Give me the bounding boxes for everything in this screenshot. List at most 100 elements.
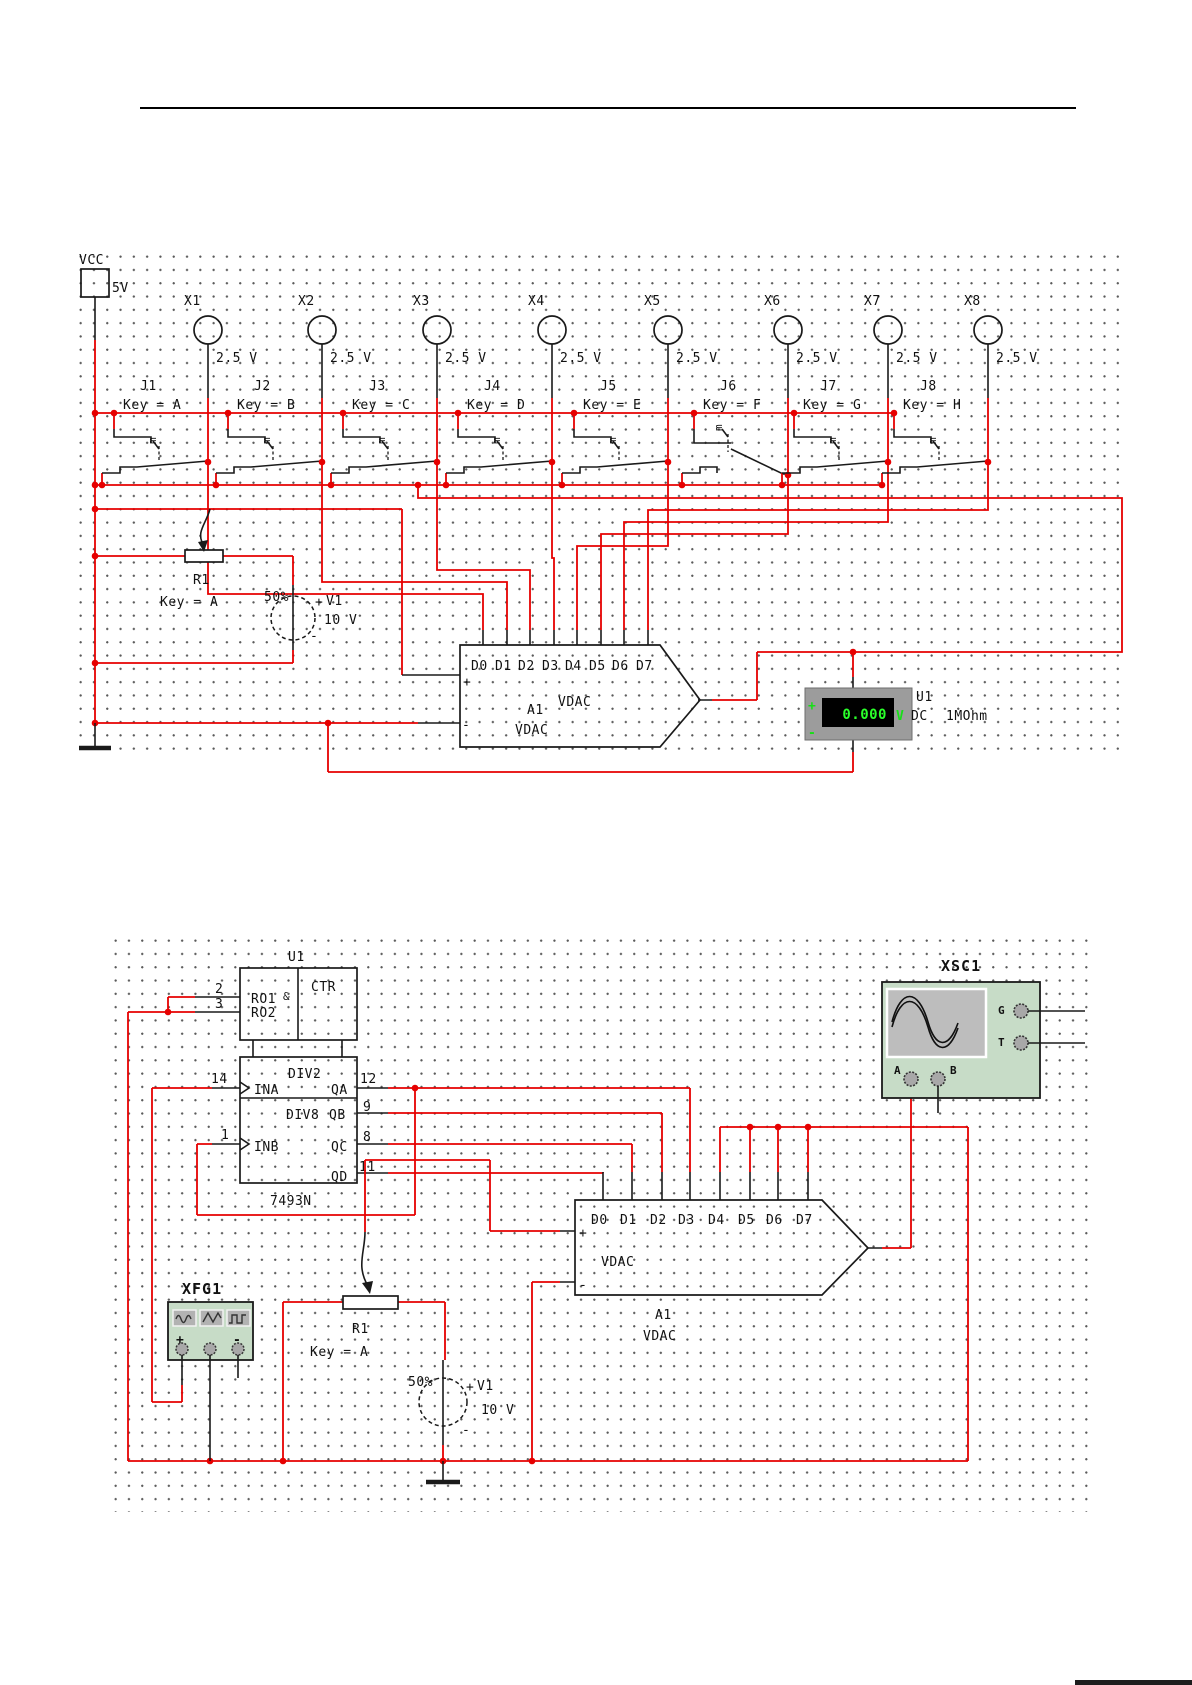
switch-marker: m bbox=[712, 424, 725, 431]
meter-ref: U1 bbox=[916, 690, 933, 705]
dac-pin: D4 bbox=[565, 659, 582, 674]
switch-ref: J5 bbox=[600, 379, 617, 394]
minus-sign: - bbox=[310, 629, 318, 644]
minus-sign: - bbox=[462, 1423, 470, 1438]
vdac-block: D0 D1 D2 D3 D4 D5 D6 D7 + VDAC - A1 VDAC bbox=[560, 1172, 882, 1344]
counter-ref: U1 bbox=[288, 950, 305, 965]
wire-bus bbox=[127, 1012, 969, 1465]
multimeter-display bbox=[822, 698, 894, 727]
dac-pin: D5 bbox=[589, 659, 606, 674]
wiper-arrow bbox=[360, 1231, 369, 1287]
schematic-grid-1 bbox=[70, 246, 1126, 754]
source-percent: 50% bbox=[408, 1375, 433, 1390]
fgen-ref: XFG1 bbox=[182, 1280, 222, 1298]
indicator-switch-column: X8 2.5 V J8 Key = H m bbox=[647, 294, 1038, 645]
terminal-icon bbox=[930, 1071, 946, 1087]
pin-number: 9 bbox=[363, 1100, 371, 1115]
switch-key: Key = H bbox=[903, 398, 961, 413]
switch-ref: J2 bbox=[254, 379, 271, 394]
terminal-icon bbox=[903, 1071, 919, 1087]
plus-sign: + bbox=[176, 1333, 184, 1348]
indicator-switch-column: X1 2.5 V J1 Key = A m bbox=[98, 294, 484, 645]
indicator-voltage: 2.5 V bbox=[330, 351, 372, 366]
source-ref: V1 bbox=[326, 594, 343, 609]
pin-number: 14 bbox=[211, 1072, 228, 1087]
indicator-label: X1 bbox=[184, 294, 201, 309]
pot-ref: R1 bbox=[193, 573, 210, 588]
wiper-arrow bbox=[199, 508, 211, 545]
counter-part: 7493N bbox=[270, 1194, 312, 1209]
plus-sign: + bbox=[808, 699, 816, 714]
indicator-voltage: 2.5 V bbox=[560, 351, 602, 366]
counter-7493: U1 CTR RO1 & RO2 2 3 DIV2 INA QA DIV8 QB bbox=[128, 950, 388, 1209]
function-generator: XFG1 + - bbox=[167, 1280, 254, 1461]
source-ref: V1 bbox=[477, 1379, 494, 1394]
pot-key: Key = A bbox=[310, 1345, 368, 1360]
counter-div2: DIV2 bbox=[288, 1067, 321, 1082]
vdac-symbol bbox=[459, 644, 702, 748]
source-value: 10 V bbox=[324, 613, 357, 628]
indicator-voltage: 2.5 V bbox=[896, 351, 938, 366]
switch-ref: J7 bbox=[820, 379, 837, 394]
terminal-icon bbox=[1013, 1003, 1029, 1019]
switch-marker: m bbox=[146, 437, 159, 444]
indicator-label: X4 bbox=[528, 294, 545, 309]
counter-div8: DIV8 bbox=[286, 1108, 319, 1123]
lamp-indicator-icon bbox=[653, 315, 683, 345]
counter-ro1: RO1 bbox=[251, 992, 276, 1007]
plus-sign: + bbox=[315, 595, 323, 610]
switch-key: Key = F bbox=[703, 398, 761, 413]
dac-pin: D7 bbox=[636, 659, 653, 674]
counter-qb: QB bbox=[329, 1108, 346, 1123]
switch-key: Key = G bbox=[803, 398, 861, 413]
switch-marker: m bbox=[490, 437, 503, 444]
vdac-block: D0 D1 D2 D3 D4 D5 D6 D7 + VDAC - A1 VDAC bbox=[402, 644, 712, 748]
source-percent: 50% bbox=[264, 590, 289, 605]
counter-qa: QA bbox=[331, 1083, 348, 1098]
plus-sign: + bbox=[466, 1380, 474, 1395]
dac-pin: D0 bbox=[591, 1213, 608, 1228]
dac-pin: D7 bbox=[796, 1213, 813, 1228]
lamp-indicator-icon bbox=[973, 315, 1003, 345]
scan-edge-artifact bbox=[1075, 1680, 1192, 1685]
sine-trace bbox=[891, 995, 959, 1044]
counter-inb: INB bbox=[254, 1140, 279, 1155]
switch-marker: m bbox=[826, 437, 839, 444]
potentiometer-body bbox=[342, 1295, 399, 1310]
vdac-symbol bbox=[574, 1199, 870, 1296]
indicator-voltage: 2.5 V bbox=[216, 351, 258, 366]
switch-key: Key = C bbox=[352, 398, 410, 413]
indicator-voltage: 2.5 V bbox=[996, 351, 1038, 366]
scope-ref: XSC1 bbox=[941, 957, 981, 975]
vcc-source: VCC 5V bbox=[79, 253, 128, 340]
switch-ref: J4 bbox=[484, 379, 501, 394]
sine-trace bbox=[891, 1000, 959, 1049]
pin-number: 1 bbox=[221, 1128, 229, 1143]
multimeter: 0.000 V + - U1 DC 1MOhm bbox=[804, 677, 987, 752]
lamp-indicator-icon bbox=[773, 315, 803, 345]
switch-marker: m bbox=[926, 437, 939, 444]
circuit1: VCC 5V bbox=[79, 253, 1123, 773]
pin-number: 2 bbox=[215, 982, 223, 997]
counter-ctr: CTR bbox=[311, 980, 336, 995]
scope-terminal-b: B bbox=[950, 1064, 957, 1077]
wire-bus bbox=[91, 340, 1123, 773]
switch-key: Key = A bbox=[123, 398, 181, 413]
dac-pin: D1 bbox=[620, 1213, 637, 1228]
header-rule bbox=[140, 107, 1076, 109]
terminal-icon bbox=[175, 1342, 189, 1356]
clock-wedge-icon bbox=[239, 1137, 251, 1151]
dac-pin: D5 bbox=[738, 1213, 755, 1228]
dac-label: VDAC bbox=[558, 695, 591, 710]
dc-source-symbol bbox=[270, 595, 316, 641]
counter-divider-section bbox=[239, 1056, 358, 1184]
minus-sign: - bbox=[579, 1278, 587, 1293]
meter-reading: 0.000 bbox=[842, 707, 887, 723]
terminal-icon bbox=[231, 1342, 245, 1356]
indicator-switch-column: X7 2.5 V J7 Key = G m bbox=[623, 294, 938, 645]
indicator-switch-column: X4 2.5 V J4 Key = D m bbox=[442, 294, 602, 645]
dac-pin: D3 bbox=[678, 1213, 695, 1228]
pin-number: 8 bbox=[363, 1130, 371, 1145]
vcc-symbol bbox=[80, 268, 110, 298]
switch-marker: m bbox=[606, 437, 619, 444]
